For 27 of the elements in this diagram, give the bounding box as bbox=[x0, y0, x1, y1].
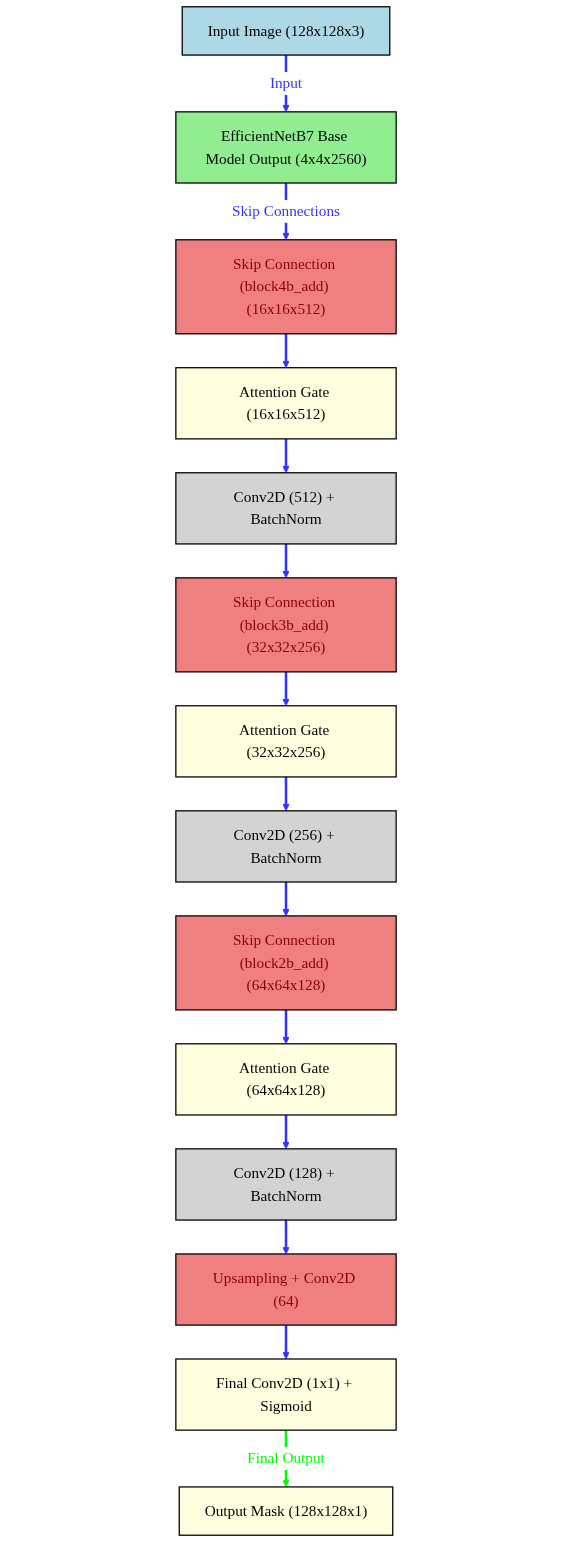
node-box: Skip Connection (block4b_add) (16x16x512) bbox=[175, 239, 397, 335]
edge-label: Final Output bbox=[247, 1449, 325, 1467]
edge-label: Input bbox=[269, 74, 303, 92]
arrow bbox=[282, 1325, 290, 1360]
node-box: Input Image (128x128x3) bbox=[181, 6, 391, 56]
node-box: Output Mask (128x128x1) bbox=[178, 1486, 394, 1536]
arrow bbox=[282, 1115, 290, 1150]
arrow bbox=[282, 333, 290, 369]
node-box: Final Conv2D (1x1) + Sigmoid bbox=[175, 1358, 397, 1431]
arrow bbox=[282, 671, 290, 707]
arrow bbox=[282, 543, 290, 579]
node-box: Attention Gate (64x64x128) bbox=[175, 1043, 397, 1116]
node-box: Conv2D (512) + BatchNorm bbox=[175, 472, 397, 545]
node-box: Attention Gate (16x16x512) bbox=[175, 367, 397, 440]
arrow bbox=[282, 882, 290, 917]
node-box: Conv2D (256) + BatchNorm bbox=[175, 810, 397, 883]
node-box: Skip Connection (block3b_add) (32x32x256) bbox=[175, 577, 397, 673]
arrow bbox=[282, 1009, 290, 1045]
edge-label: Skip Connections bbox=[231, 202, 341, 220]
node-box: Conv2D (128) + BatchNorm bbox=[175, 1148, 397, 1221]
arrow bbox=[282, 438, 290, 474]
node-box: EfficientNetB7 Base Model Output (4x4x2560) bbox=[175, 111, 397, 184]
node-box: Skip Connection (block2b_add) (64x64x128) bbox=[175, 915, 397, 1011]
arrow bbox=[282, 1220, 290, 1255]
node-box: Upsampling + Conv2D (64) bbox=[175, 1253, 397, 1326]
arrow bbox=[282, 776, 290, 812]
node-box: Attention Gate (32x32x256) bbox=[175, 705, 397, 778]
